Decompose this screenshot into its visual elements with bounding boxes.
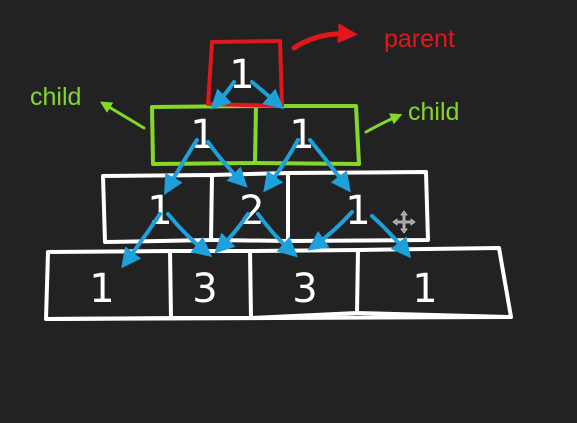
row-1-cell-1-value: 1 [229,52,254,98]
flow-arrow [307,210,354,251]
row-3-cell-2-value: 2 [239,188,264,234]
row-2-cell-2-box [254,104,361,166]
flow-arrow [256,212,298,258]
child-right-label: child [408,98,459,126]
row-4-cell-3-box [249,248,360,320]
flow-arrow [121,212,162,269]
row-4-cell-2-value: 3 [192,266,217,312]
child-right-annotation-arrow [364,113,403,134]
flow-arrow [370,214,411,259]
flow-arrow [166,212,213,257]
child-left-label: child [30,83,81,111]
row-3-cell-3-box [287,170,430,243]
row-3-cell-3-value: 1 [345,188,370,234]
flow-arrow [164,138,199,195]
parent-annotation-arrow [291,23,358,51]
row-4-cell-4-value: 1 [412,266,437,312]
flow-arrow [308,138,351,193]
row-4-cell-4-box [356,246,513,319]
flow-arrow [210,80,236,110]
row-4-cell-1-value: 1 [89,266,114,312]
row-3-cell-2-box [210,171,290,243]
flow-arrow [206,140,248,188]
flow-arrow [263,138,300,193]
flow-arrow [250,80,285,110]
row-4-baseline [45,315,512,321]
flow-arrow [214,212,250,254]
row-2-cell-1-value: 1 [190,112,215,158]
child-left-annotation-arrow [99,101,146,130]
row-4-cell-3-value: 3 [292,266,317,312]
parent-label: parent [384,25,455,53]
move-cursor-icon [392,210,416,234]
digits: 1 1 1 1 2 1 1 3 3 1 [89,52,437,312]
flow-arrows [121,80,411,269]
